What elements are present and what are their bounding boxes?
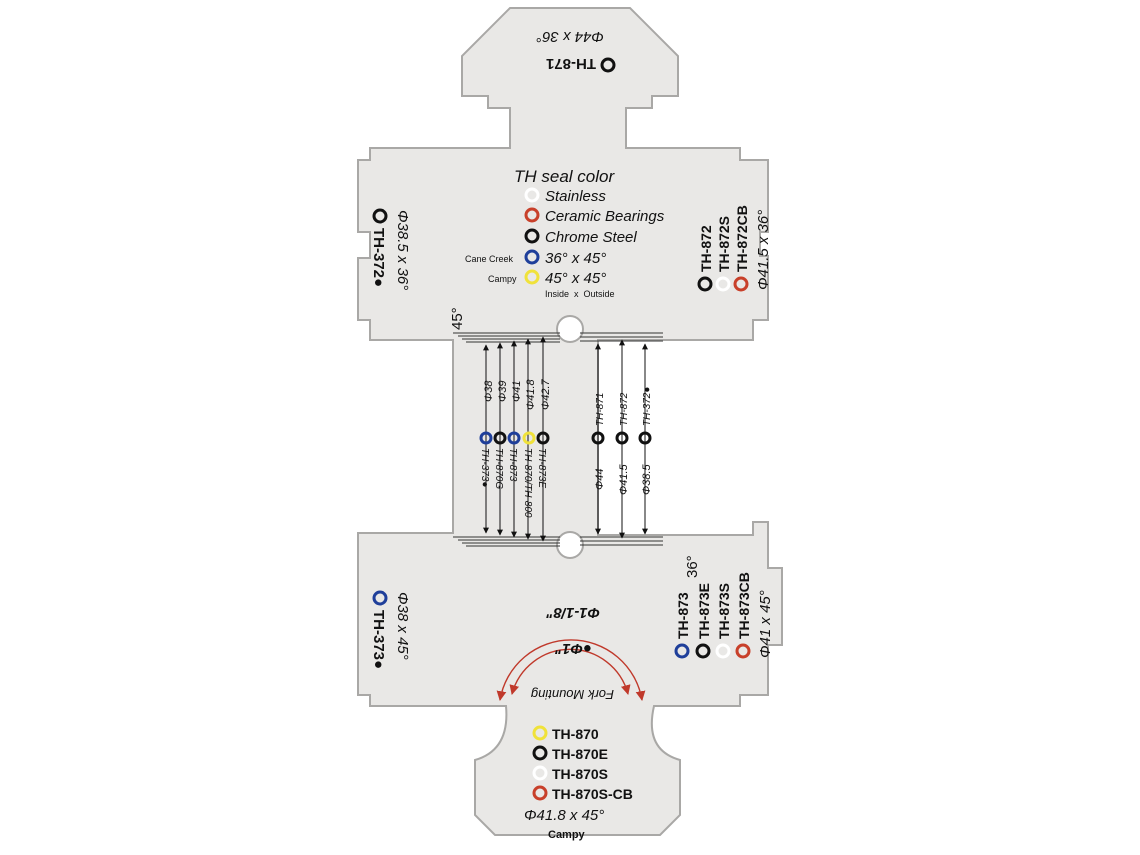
left-upper-model: TH-372● [370, 228, 387, 287]
left-model-1: TH-870G [493, 448, 504, 489]
bottom-model-1: TH-870E [552, 746, 608, 762]
seal-ring-th873cb [735, 643, 751, 659]
left-model-4: TH-873E [536, 448, 547, 488]
seal-ring-th872 [697, 276, 713, 292]
bottom-item-0: TH-870 [532, 725, 599, 742]
top-size: Φ44 x 36° [536, 28, 604, 45]
legend-item-cane-creek: Cane Creek 36° x 45° [465, 249, 606, 267]
left-ring-th873 [507, 431, 521, 445]
left-ring-th870g [493, 431, 507, 445]
legend-ring-chrome [524, 228, 540, 244]
legend-label-stainless: Stainless [545, 188, 606, 205]
bottom-model-2: TH-870S [552, 766, 608, 782]
legend-prefix-campy: Campy [488, 274, 517, 284]
top-model: TH-871 [546, 55, 596, 72]
right-gauge: TH-871 TH-872 TH-372● Φ44 Φ41.5 Φ38.5 [591, 339, 653, 539]
right-ring-th372 [638, 431, 652, 445]
right-upper-model-1: TH-872S [716, 216, 732, 272]
legend-label-cane-creek: 36° x 45° [545, 250, 606, 267]
legend-ring-stainless [524, 187, 540, 203]
angle-left: 45° [449, 307, 466, 330]
left-ring-th870 [522, 431, 536, 445]
right-model-0: TH-871 [595, 393, 606, 426]
bottom-item-2: TH-870S [532, 765, 608, 782]
right-upper-model-2: TH-872CB [734, 205, 750, 272]
fork-inner-label: ●Φ1" [554, 640, 592, 657]
left-gauge: Φ38 Φ39 Φ41 Φ41.8 Φ42.7 TH-373● TH-870G … [479, 336, 552, 542]
legend-ring-campy [524, 269, 540, 285]
right-diameter-2: Φ38.5 [641, 464, 653, 495]
legend-prefix-cane-creek: Cane Creek [465, 254, 514, 264]
bottom-item-1: TH-870E [532, 745, 608, 762]
right-lower-model-3: TH-873CB [736, 572, 752, 639]
fork-arc-inner [509, 648, 631, 695]
left-diameter-2: Φ41 [511, 381, 523, 402]
left-ring-th873e [536, 431, 550, 445]
fork-mounting-label: Fork Mounting [530, 687, 614, 702]
legend-item-chrome: Chrome Steel [524, 228, 637, 246]
seal-ring-th870s [532, 765, 548, 781]
bottom-size: Φ41.8 x 45° [524, 807, 604, 824]
right-model-2: TH-372● [642, 387, 653, 426]
fork-outer-label: Φ1-1/8" [545, 604, 600, 621]
bottom-model-0: TH-870 [552, 726, 599, 742]
bottom-model-3: TH-870S-CB [552, 786, 633, 802]
legend-item-stainless: Stainless [524, 187, 606, 205]
legend-label-chrome: Chrome Steel [545, 229, 637, 246]
seal-ring-th873e [695, 643, 711, 659]
angle-right: 36° [684, 555, 701, 578]
left-upper-size: Φ38.5 x 36° [394, 210, 411, 290]
seal-ring-th372 [372, 208, 388, 224]
legend-label-campy: 45° x 45° [545, 270, 606, 287]
right-diameter-1: Φ41.5 [618, 464, 630, 495]
right-upper-size: Φ41.5 x 36° [755, 210, 772, 290]
legend-title: TH seal color [514, 167, 615, 186]
left-ring-th373 [479, 431, 493, 445]
seal-ring-th870 [532, 725, 548, 741]
seal-ring-th870s-cb [532, 785, 548, 801]
left-model-0: TH-373● [479, 448, 490, 487]
fork-mounting: Φ1-1/8" ●Φ1" Fork Mounting [496, 604, 646, 702]
right-lower-size: Φ41 x 45° [757, 590, 774, 658]
bottom-item-3: TH-870S-CB [532, 785, 633, 802]
right-ring-th872 [615, 431, 629, 445]
fork-arc-outer [496, 639, 646, 701]
seal-ring-th872cb [733, 276, 749, 292]
seal-ring-th870e [532, 745, 548, 761]
left-lower-model: TH-373● [370, 610, 387, 669]
left-model-3: TH-870/TH-800 [522, 448, 533, 518]
seal-ring-th872s [715, 276, 731, 292]
gauge-plate [357, 7, 783, 836]
right-lower-model-0: TH-873 [675, 592, 691, 639]
mounting-hole-lower [556, 531, 584, 559]
left-diameter-0: Φ38 [483, 380, 495, 402]
left-model-2: TH-873 [507, 448, 518, 482]
right-lower-model-1: TH-873E [696, 583, 712, 639]
right-model-1: TH-872 [619, 392, 630, 426]
bottom-label: Campy [548, 829, 586, 841]
right-lower-model-2: TH-873S [716, 583, 732, 639]
right-diameter-0: Φ44 [594, 469, 606, 490]
left-diameter-3: Φ41.8 [525, 379, 537, 410]
left-diameter-4: Φ42.7 [540, 379, 552, 410]
legend-ring-cane-creek [524, 249, 540, 265]
legend-label-ceramic: Ceramic Bearings [545, 208, 665, 225]
left-lower-size: Φ38 x 45° [394, 592, 411, 660]
seal-ring-th873 [674, 643, 690, 659]
legend-item-ceramic: Ceramic Bearings [524, 207, 665, 225]
seal-ring-th873s [715, 643, 731, 659]
left-diameter-1: Φ39 [497, 381, 509, 402]
seal-ring-th871-top [600, 57, 616, 73]
legend-item-campy: Campy 45° x 45° [488, 269, 606, 287]
legend-note: Inside x Outside [545, 289, 615, 299]
right-upper-model-0: TH-872 [698, 225, 714, 272]
legend-ring-ceramic [524, 207, 540, 223]
right-ring-th871 [591, 431, 605, 445]
mounting-hole-upper [556, 315, 584, 343]
seal-ring-th373-lower [372, 590, 388, 606]
